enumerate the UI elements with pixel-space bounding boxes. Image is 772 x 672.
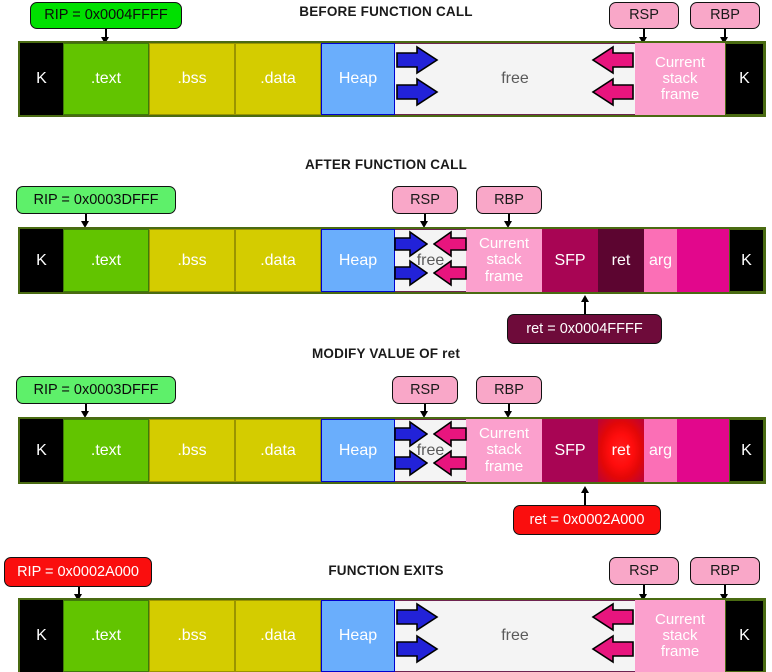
section-title-exits: FUNCTION EXITS <box>328 563 444 578</box>
stack-growth-arrows-exits <box>591 600 635 672</box>
segment-text-exits: .text <box>63 600 149 672</box>
rbp-pointer-line-before <box>724 29 726 39</box>
rbp-callout-modify: RBP <box>476 376 542 404</box>
segment-stack-rest-modify <box>677 419 729 482</box>
segment-kernel-right-modify: K <box>729 419 764 482</box>
segment-arg-after: arg <box>644 229 677 292</box>
heap-growth-arrows-modify <box>394 419 428 482</box>
heap-growth-arrows-exits <box>395 600 439 672</box>
rip-pointer-arrowhead-after <box>80 221 89 228</box>
segment-bss-before: .bss <box>149 43 235 115</box>
rbp-callout-after: RBP <box>476 186 542 214</box>
rbp-pointer-arrowhead-modify <box>503 411 512 418</box>
ret-value-callout-after: ret = 0x0004FFFF <box>507 314 662 344</box>
ret-value-callout-modify: ret = 0x0002A000 <box>513 505 661 535</box>
segment-heap-after: Heap <box>321 229 395 292</box>
rbp-pointer-line-modify <box>508 404 510 414</box>
segment-bss-exits: .bss <box>149 600 235 672</box>
section-title-before: BEFORE FUNCTION CALL <box>299 4 473 19</box>
memory-bar-modify: K .text .bss .data Heap free Current sta… <box>18 417 766 484</box>
rsp-callout-modify: RSP <box>392 376 458 404</box>
rsp-pointer-line-modify <box>424 404 426 414</box>
ret-callout-arrowhead-after <box>580 295 589 302</box>
segment-text-modify: .text <box>63 419 149 482</box>
rsp-pointer-arrowhead-after <box>419 221 428 228</box>
rbp-pointer-line-after <box>508 214 510 224</box>
segment-current-frame-before: Current stack frame <box>635 43 725 115</box>
rip-callout-after: RIP = 0x0003DFFF <box>16 186 176 214</box>
rip-pointer-line-after <box>85 214 87 224</box>
segment-ret-modify: ret <box>598 419 644 482</box>
rsp-pointer-line-after <box>424 214 426 224</box>
rsp-pointer-line-exits <box>643 585 645 596</box>
rsp-callout-before: RSP <box>609 2 679 29</box>
rip-pointer-line-exits <box>78 587 80 597</box>
heap-growth-arrows-before <box>395 43 439 115</box>
rip-callout-before: RIP = 0x0004FFFF <box>30 2 182 29</box>
rsp-callout-after: RSP <box>392 186 458 214</box>
segment-kernel-right-exits: K <box>725 600 764 672</box>
segment-stack-rest-after <box>677 229 729 292</box>
segment-kernel-left-before: K <box>20 43 63 115</box>
rip-pointer-arrowhead-before <box>100 37 109 44</box>
heap-growth-arrows-after <box>394 229 428 292</box>
memory-bar-before: K .text .bss .data Heap free Current sta… <box>18 41 766 117</box>
ret-callout-line-after <box>584 302 586 314</box>
segment-kernel-right-before: K <box>725 43 764 115</box>
rip-pointer-line-modify <box>85 404 87 414</box>
segment-current-frame-modify: Current stack frame <box>466 419 542 482</box>
segment-heap-before: Heap <box>321 43 395 115</box>
segment-heap-exits: Heap <box>321 600 395 672</box>
segment-arg-modify: arg <box>644 419 677 482</box>
rsp-pointer-arrowhead-before <box>638 37 647 44</box>
ret-callout-line-modify <box>584 493 586 505</box>
segment-data-modify: .data <box>235 419 321 482</box>
segment-sfp-modify: SFP <box>542 419 598 482</box>
segment-ret-after: ret <box>598 229 644 292</box>
rsp-pointer-arrowhead-exits <box>638 594 647 601</box>
rbp-callout-exits: RBP <box>690 557 760 585</box>
segment-bss-after: .bss <box>149 229 235 292</box>
segment-text-after: .text <box>63 229 149 292</box>
rbp-pointer-line-exits <box>724 585 726 596</box>
section-title-modify: MODIFY VALUE OF ret <box>311 346 461 361</box>
segment-current-frame-exits: Current stack frame <box>635 600 725 672</box>
rbp-pointer-arrowhead-before <box>719 37 728 44</box>
rip-pointer-arrowhead-modify <box>80 411 89 418</box>
segment-heap-modify: Heap <box>321 419 395 482</box>
rip-callout-exits: RIP = 0x0002A000 <box>4 557 152 587</box>
segment-kernel-left-modify: K <box>20 419 63 482</box>
rbp-pointer-arrowhead-after <box>503 221 512 228</box>
segment-sfp-after: SFP <box>542 229 598 292</box>
stack-growth-arrows-modify <box>433 419 467 482</box>
memory-bar-exits: K .text .bss .data Heap free Current sta… <box>18 598 766 672</box>
rsp-pointer-line-before <box>643 29 645 39</box>
rbp-callout-before: RBP <box>690 2 760 29</box>
ret-callout-arrowhead-modify <box>580 486 589 493</box>
rbp-pointer-arrowhead-exits <box>719 594 728 601</box>
rip-pointer-line-before <box>105 29 107 39</box>
segment-kernel-right-after: K <box>729 229 764 292</box>
stack-growth-arrows-after <box>433 229 467 292</box>
segment-bss-modify: .bss <box>149 419 235 482</box>
segment-kernel-left-exits: K <box>20 600 63 672</box>
section-title-after: AFTER FUNCTION CALL <box>304 157 468 172</box>
segment-data-after: .data <box>235 229 321 292</box>
segment-data-before: .data <box>235 43 321 115</box>
segment-kernel-left-after: K <box>20 229 63 292</box>
rip-callout-modify: RIP = 0x0003DFFF <box>16 376 176 404</box>
segment-text-before: .text <box>63 43 149 115</box>
segment-current-frame-after: Current stack frame <box>466 229 542 292</box>
stack-growth-arrows-before <box>591 43 635 115</box>
rsp-pointer-arrowhead-modify <box>419 411 428 418</box>
segment-data-exits: .data <box>235 600 321 672</box>
rip-pointer-arrowhead-exits <box>73 594 82 601</box>
rsp-callout-exits: RSP <box>609 557 679 585</box>
memory-bar-after: K .text .bss .data Heap free Current sta… <box>18 227 766 294</box>
